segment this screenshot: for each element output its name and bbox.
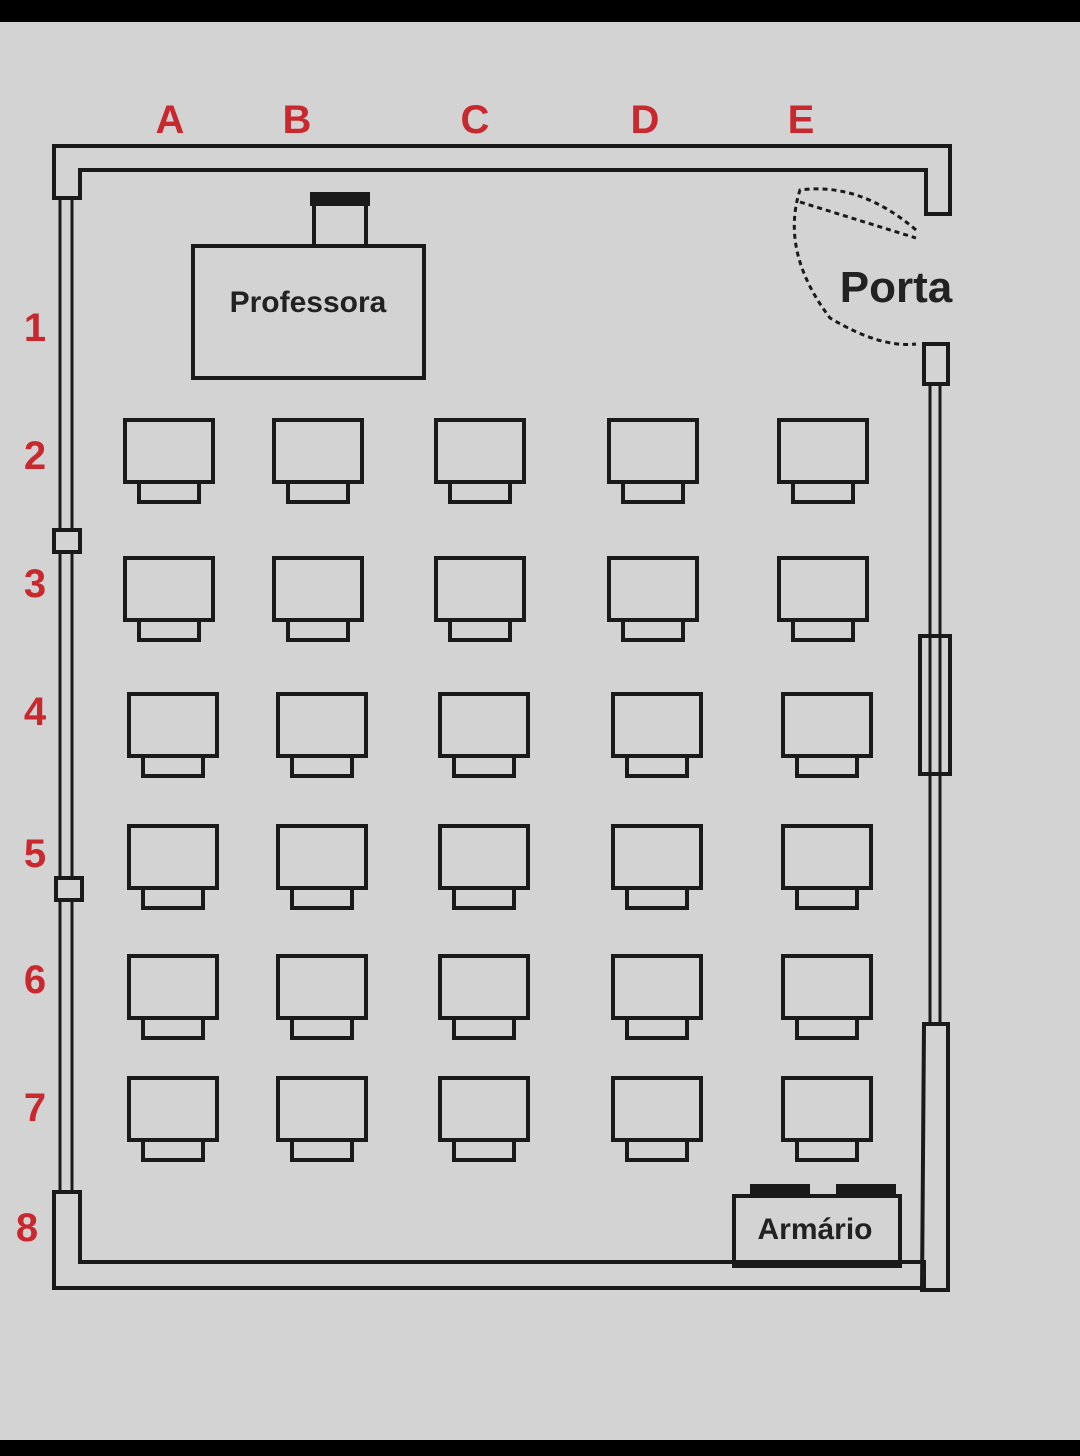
column-label-d: D <box>630 98 660 142</box>
row-label-1: 1 <box>23 306 47 350</box>
student-desk <box>611 692 703 758</box>
student-chair <box>141 754 205 778</box>
student-desk <box>276 954 368 1020</box>
student-chair <box>625 1138 689 1162</box>
student-chair <box>290 1138 354 1162</box>
student-desk <box>276 692 368 758</box>
right-lower-wall <box>919 1022 950 1292</box>
row-label-6: 6 <box>23 958 47 1002</box>
student-desk <box>438 824 530 890</box>
student-desk <box>272 418 364 484</box>
student-chair <box>795 1016 859 1040</box>
student-chair <box>795 886 859 910</box>
student-chair <box>290 754 354 778</box>
student-desk <box>607 418 699 484</box>
row-label-2: 2 <box>23 434 47 478</box>
student-chair <box>141 1138 205 1162</box>
student-chair <box>452 754 516 778</box>
teacher-desk <box>191 244 426 380</box>
student-desk <box>781 954 873 1020</box>
student-desk <box>123 556 215 622</box>
column-label-b: B <box>282 98 312 142</box>
student-desk <box>276 824 368 890</box>
right-window <box>918 634 952 776</box>
student-chair <box>137 480 201 504</box>
row-label-7: 7 <box>23 1086 47 1130</box>
student-chair <box>452 1016 516 1040</box>
column-label-e: E <box>787 98 815 142</box>
student-chair <box>791 618 855 642</box>
student-desk <box>438 954 530 1020</box>
row-label-3: 3 <box>23 562 47 606</box>
student-chair <box>448 618 512 642</box>
student-desk <box>127 1076 219 1142</box>
student-chair <box>625 754 689 778</box>
cabinet <box>732 1194 902 1268</box>
student-desk <box>127 824 219 890</box>
column-label-a: A <box>155 98 185 142</box>
student-desk <box>438 692 530 758</box>
student-desk <box>434 418 526 484</box>
student-desk <box>611 954 703 1020</box>
student-chair <box>795 754 859 778</box>
student-desk <box>781 824 873 890</box>
student-chair <box>141 1016 205 1040</box>
student-desk <box>276 1076 368 1142</box>
teacher-desk-label: Professora <box>229 286 387 319</box>
row-label-5: 5 <box>23 832 47 876</box>
student-desk <box>781 692 873 758</box>
student-chair <box>621 618 685 642</box>
door-label: Porta <box>839 263 953 312</box>
student-chair <box>137 618 201 642</box>
student-chair <box>290 1016 354 1040</box>
student-desk <box>272 556 364 622</box>
student-chair <box>286 480 350 504</box>
door-swing <box>792 187 917 346</box>
top-wall <box>52 144 952 216</box>
student-desk <box>611 1076 703 1142</box>
student-desk <box>777 556 869 622</box>
floor-plan-svg <box>52 144 952 1292</box>
student-chair <box>452 886 516 910</box>
student-chair <box>286 618 350 642</box>
classroom-plan: A B C D E 1 2 3 4 5 6 7 8 Professora Por… <box>0 22 1080 1440</box>
bottom-wall <box>52 1190 926 1290</box>
student-desk <box>781 1076 873 1142</box>
student-desk <box>438 1076 530 1142</box>
row-label-8: 8 <box>15 1206 39 1250</box>
row-label-4: 4 <box>23 690 47 734</box>
student-chair <box>625 1016 689 1040</box>
student-desk <box>127 692 219 758</box>
student-chair <box>625 886 689 910</box>
student-chair <box>448 480 512 504</box>
student-desk <box>611 824 703 890</box>
column-label-c: C <box>460 98 490 142</box>
student-desk <box>607 556 699 622</box>
student-chair <box>621 480 685 504</box>
left-post-2 <box>54 876 84 902</box>
student-chair <box>452 1138 516 1162</box>
student-desks <box>123 418 873 1162</box>
student-chair <box>290 886 354 910</box>
student-chair <box>795 1138 859 1162</box>
right-wall-stub <box>922 342 950 386</box>
cabinet-label: Armário <box>757 1213 873 1246</box>
student-desk <box>777 418 869 484</box>
student-desk <box>123 418 215 484</box>
student-chair <box>791 480 855 504</box>
left-post-1 <box>52 528 82 554</box>
student-desk <box>127 954 219 1020</box>
student-chair <box>141 886 205 910</box>
student-desk <box>434 556 526 622</box>
